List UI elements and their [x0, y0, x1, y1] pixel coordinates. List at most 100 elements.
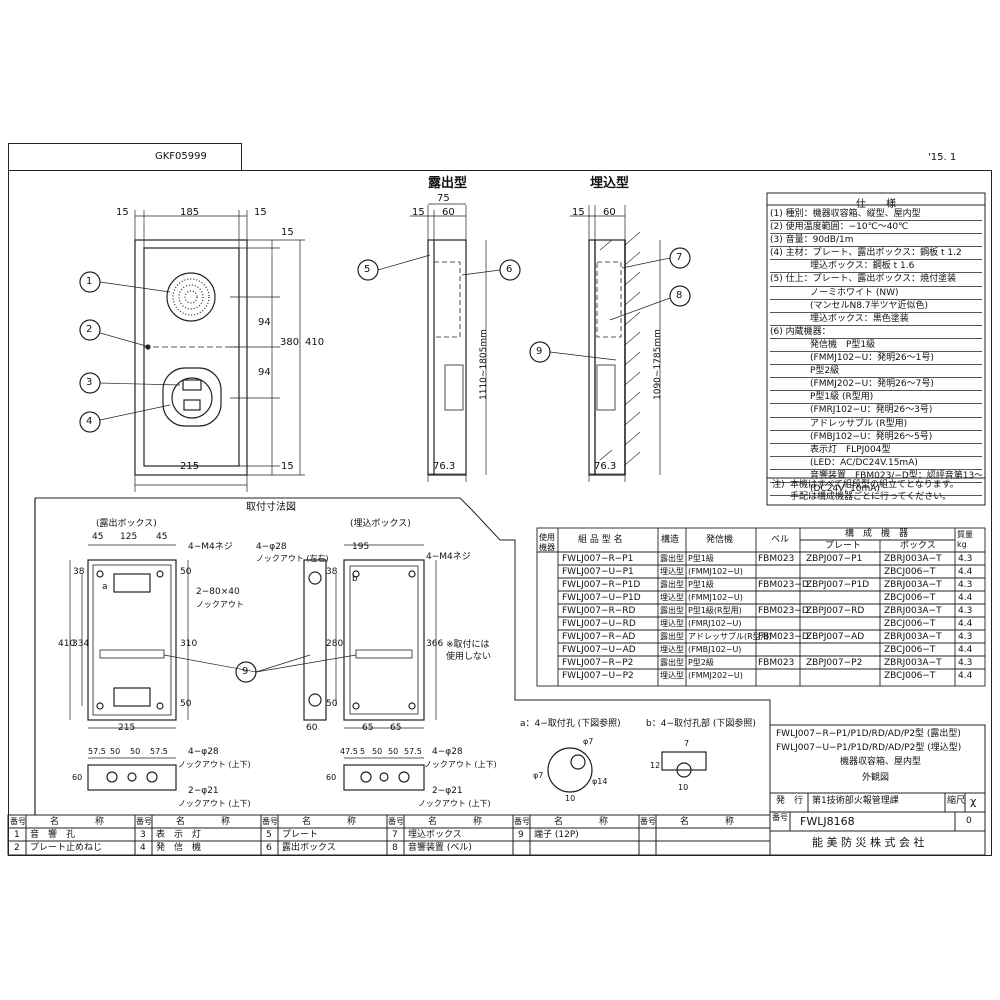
combo-h-box: ボックス — [900, 541, 936, 551]
sb-note-3: 2−φ21 — [188, 786, 219, 796]
combo-cell-kg: 4.3 — [958, 606, 973, 616]
detail-a-d1: φ7 — [583, 737, 594, 746]
spec-line: (3) 音量：90dB/1m — [770, 234, 982, 248]
combo-cell-box: ZBRJ003A−T — [884, 554, 942, 564]
dim-right-410: 410 — [305, 337, 325, 348]
combo-cell-kg: 4.4 — [958, 645, 973, 655]
combo-cell-kg: 4.4 — [958, 619, 973, 629]
sb-note-2: ノックアウト (上下) — [178, 760, 251, 769]
dim-front-bottom: 215 — [180, 461, 200, 472]
f-dim-38: 38 — [326, 567, 338, 577]
surface-box-outline — [87, 559, 177, 721]
part-no: 3 — [140, 830, 146, 840]
mount-callout-9: 9 — [242, 666, 249, 677]
combo-cell-model: FWLJ007−U−P1D — [562, 593, 641, 603]
combo-cell-bell: FBM023−D — [758, 580, 809, 590]
combo-cell-model: FWLJ007−U−P2 — [562, 671, 634, 681]
part-name: 埋込ボックス — [408, 830, 462, 840]
spec-box: 仕 様 (1) 種別：機器収容箱、縦型、屋内型(2) 使用温度範囲：−10℃〜4… — [770, 195, 982, 497]
s-note-80x40: 2−80×40 — [196, 587, 240, 597]
part-no: 7 — [392, 830, 398, 840]
combo-h-tx: 発信機 — [706, 535, 734, 545]
combo-cell-box: ZBCJ006−T — [884, 619, 936, 629]
s-note-ko-lr: ノックアウト (左右) — [256, 554, 329, 563]
combo-cell-bell: FBM023−D — [758, 632, 809, 642]
sb-note-1: 4−φ28 — [188, 747, 219, 757]
f-dim-65b: 65 — [390, 723, 402, 733]
parts-header-no: 番号 — [136, 817, 152, 826]
combo-cell-kg: 4.4 — [958, 593, 973, 603]
combo-cell-transmitter: (FMMJ102−U) — [688, 567, 743, 576]
tb-line4: 外観図 — [862, 773, 890, 783]
dim-flush-15: 15 — [572, 207, 585, 218]
combo-cell-box: ZBRJ003A−T — [884, 658, 942, 668]
combo-cell-type: 埋込型 — [660, 567, 684, 576]
combo-cell-model: FWLJ007−U−AD — [562, 645, 636, 655]
tb-line3: 機器収容箱、屋内型 — [840, 757, 922, 767]
fb-note-3: 2−φ21 — [432, 786, 463, 796]
part-name: 端子 (12P) — [534, 830, 579, 840]
detail-a-hole — [547, 747, 593, 793]
spec-lines: (1) 種別：機器収容箱、縦型、屋内型(2) 使用温度範囲：−10℃〜40℃(3… — [770, 208, 982, 497]
detail-a-d2: φ7 — [533, 771, 544, 780]
tb-issue-label: 発 行 — [776, 796, 804, 806]
combo-cell-type: 埋込型 — [660, 645, 684, 654]
dim-front-width: 185 — [180, 207, 200, 218]
combo-cell-type: 埋込型 — [660, 593, 684, 602]
combo-cell-model: FWLJ007−U−P1 — [562, 567, 634, 577]
s-note-m4: 4−M4ネジ — [188, 542, 233, 552]
flush-box-label: (埋込ボックス) — [350, 519, 411, 529]
combo-cell-type: 埋込型 — [660, 619, 684, 628]
f-dim-195: 195 — [352, 542, 370, 552]
parts-header-no: 番号 — [262, 817, 278, 826]
part-no: 6 — [266, 843, 272, 853]
part-no: 8 — [392, 843, 398, 853]
combo-cell-transmitter: (FMMJ102−U) — [688, 593, 743, 602]
combo-cell-type: 埋込型 — [660, 671, 684, 680]
part-no: 2 — [14, 843, 20, 853]
s-dim-50b: 50 — [180, 699, 192, 709]
surface-view-title: 露出型 — [428, 176, 468, 191]
dim-surf-60: 60 — [442, 207, 455, 218]
surface-side-outline — [427, 239, 467, 476]
tb-company: 能 美 防 災 株 式 会 社 — [812, 836, 925, 849]
sb-dim-4: 57.5 — [150, 747, 168, 756]
part-no: 4 — [140, 843, 146, 853]
f-note-1: ※取付には — [446, 640, 490, 650]
doc-date: '15. 1 — [928, 152, 957, 163]
callout-9: 9 — [536, 346, 543, 357]
speaker-grill-icon — [166, 272, 216, 322]
spec-line: (FMBJ102−U：発明26〜5号) — [770, 431, 982, 444]
combo-cell-transmitter: (FMMJ202−U) — [688, 671, 743, 680]
callout-4: 4 — [86, 416, 93, 427]
tb-issuer: 第1技術部火報管理課 — [812, 796, 899, 806]
detail-b-d1: 7 — [684, 739, 690, 748]
detail-a-label: a：4−取付孔 (下図参照) — [520, 719, 621, 729]
sb-side: 60 — [72, 773, 83, 782]
combo-cell-box: ZBCJ006−T — [884, 645, 936, 655]
spec-line: (2) 使用温度範囲：−10℃〜40℃ — [770, 221, 982, 235]
spec-line: (FMMJ102−U：発明26〜1号) — [770, 352, 982, 366]
combo-cell-transmitter: アドレッサブル(R型用) — [688, 632, 772, 641]
callout-3: 3 — [86, 377, 93, 388]
spec-line: 埋込ボックス：鋼板 t 1.6 — [770, 260, 982, 274]
parts-header-name: 名 称 — [50, 817, 105, 827]
dim-right-380: 380 — [280, 337, 300, 348]
fb-dim-2: 5 — [360, 747, 366, 756]
combo-h-plate: プレート — [825, 541, 862, 551]
tb-rev: 0 — [966, 816, 972, 826]
combo-cell-plate: ZBPJ007−AD — [806, 632, 865, 642]
combo-cell-transmitter: (FMBJ102−U) — [688, 645, 742, 654]
s-dim-45b: 45 — [156, 532, 168, 542]
front-plate-outline — [134, 239, 248, 476]
mount-b-label: b — [352, 574, 358, 584]
sb-note-4: ノックアウト (上下) — [178, 799, 251, 808]
spec-line: ノーミホワイト (NW) — [770, 287, 982, 300]
tb-scale-label: 縮尺 — [947, 796, 966, 806]
combo-cell-model: FWLJ007−R−P1 — [562, 554, 634, 564]
part-name: プレート止めねじ — [30, 843, 103, 853]
combo-cell-box: ZBCJ006−T — [884, 567, 936, 577]
parts-header-no: 番号 — [640, 817, 656, 826]
s-dim-45a: 45 — [92, 532, 104, 542]
